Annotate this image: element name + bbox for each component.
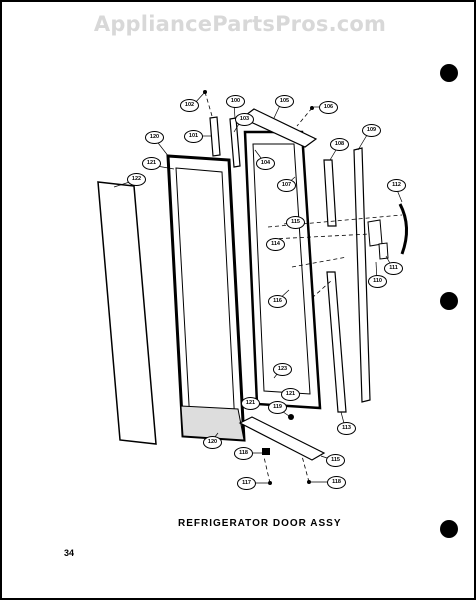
callout-104: 104 <box>256 157 275 170</box>
callout-123: 123 <box>273 363 292 376</box>
callout-105: 105 <box>275 95 294 108</box>
callout-121-right: 121 <box>281 388 300 401</box>
callout-122: 122 <box>127 173 146 186</box>
callout-120-top: 120 <box>145 131 164 144</box>
top-center-bracket <box>229 117 241 168</box>
callout-100: 100 <box>226 95 245 108</box>
callout-101: 101 <box>184 130 203 143</box>
callout-109: 109 <box>362 124 381 137</box>
callout-116: 116 <box>268 295 287 308</box>
upper-shelf-rail <box>323 159 337 227</box>
callout-114: 114 <box>266 238 285 251</box>
binder-hole-top <box>440 64 458 82</box>
inner-liner-opening <box>252 143 311 395</box>
hinge-block <box>262 448 270 455</box>
callout-103: 103 <box>235 113 254 126</box>
door-gasket <box>166 154 246 442</box>
binder-hole-bottom <box>440 520 458 538</box>
callout-121-top: 121 <box>142 157 161 170</box>
callout-118-right: 118 <box>327 476 346 489</box>
right-door-stop <box>353 147 371 403</box>
handle-bracket-upper <box>367 219 383 247</box>
door-panel <box>97 181 157 445</box>
callout-121-left: 121 <box>241 397 260 410</box>
callout-117: 117 <box>237 477 256 490</box>
callout-106: 106 <box>319 101 338 114</box>
handle-bracket-lower <box>378 242 389 260</box>
top-breaker-strip <box>240 108 318 148</box>
callout-111: 111 <box>384 262 403 275</box>
callout-115-lower: 115 <box>326 454 345 467</box>
top-left-bracket <box>209 116 221 157</box>
grommet <box>288 414 294 420</box>
callout-102: 102 <box>180 99 199 112</box>
callout-110: 110 <box>368 275 387 288</box>
callout-107: 107 <box>277 179 296 192</box>
lower-shelf-rail <box>326 271 347 413</box>
callout-118-left: 118 <box>234 447 253 460</box>
door-handle <box>398 203 408 255</box>
watermark: AppliancePartsPros.com <box>93 12 387 36</box>
callout-120-bottom: 120 <box>203 436 222 449</box>
page-number: 34 <box>64 548 75 558</box>
callout-119: 119 <box>268 401 287 414</box>
bottom-breaker-strip <box>238 416 326 461</box>
callout-115-upper: 115 <box>286 216 305 229</box>
diagram-caption: REFRIGERATOR DOOR ASSY <box>178 518 342 529</box>
binder-hole-middle <box>440 292 458 310</box>
callout-112: 112 <box>387 179 406 192</box>
callout-108: 108 <box>330 138 349 151</box>
callout-113: 113 <box>337 422 356 435</box>
gasket-bottom-trim <box>180 405 245 441</box>
